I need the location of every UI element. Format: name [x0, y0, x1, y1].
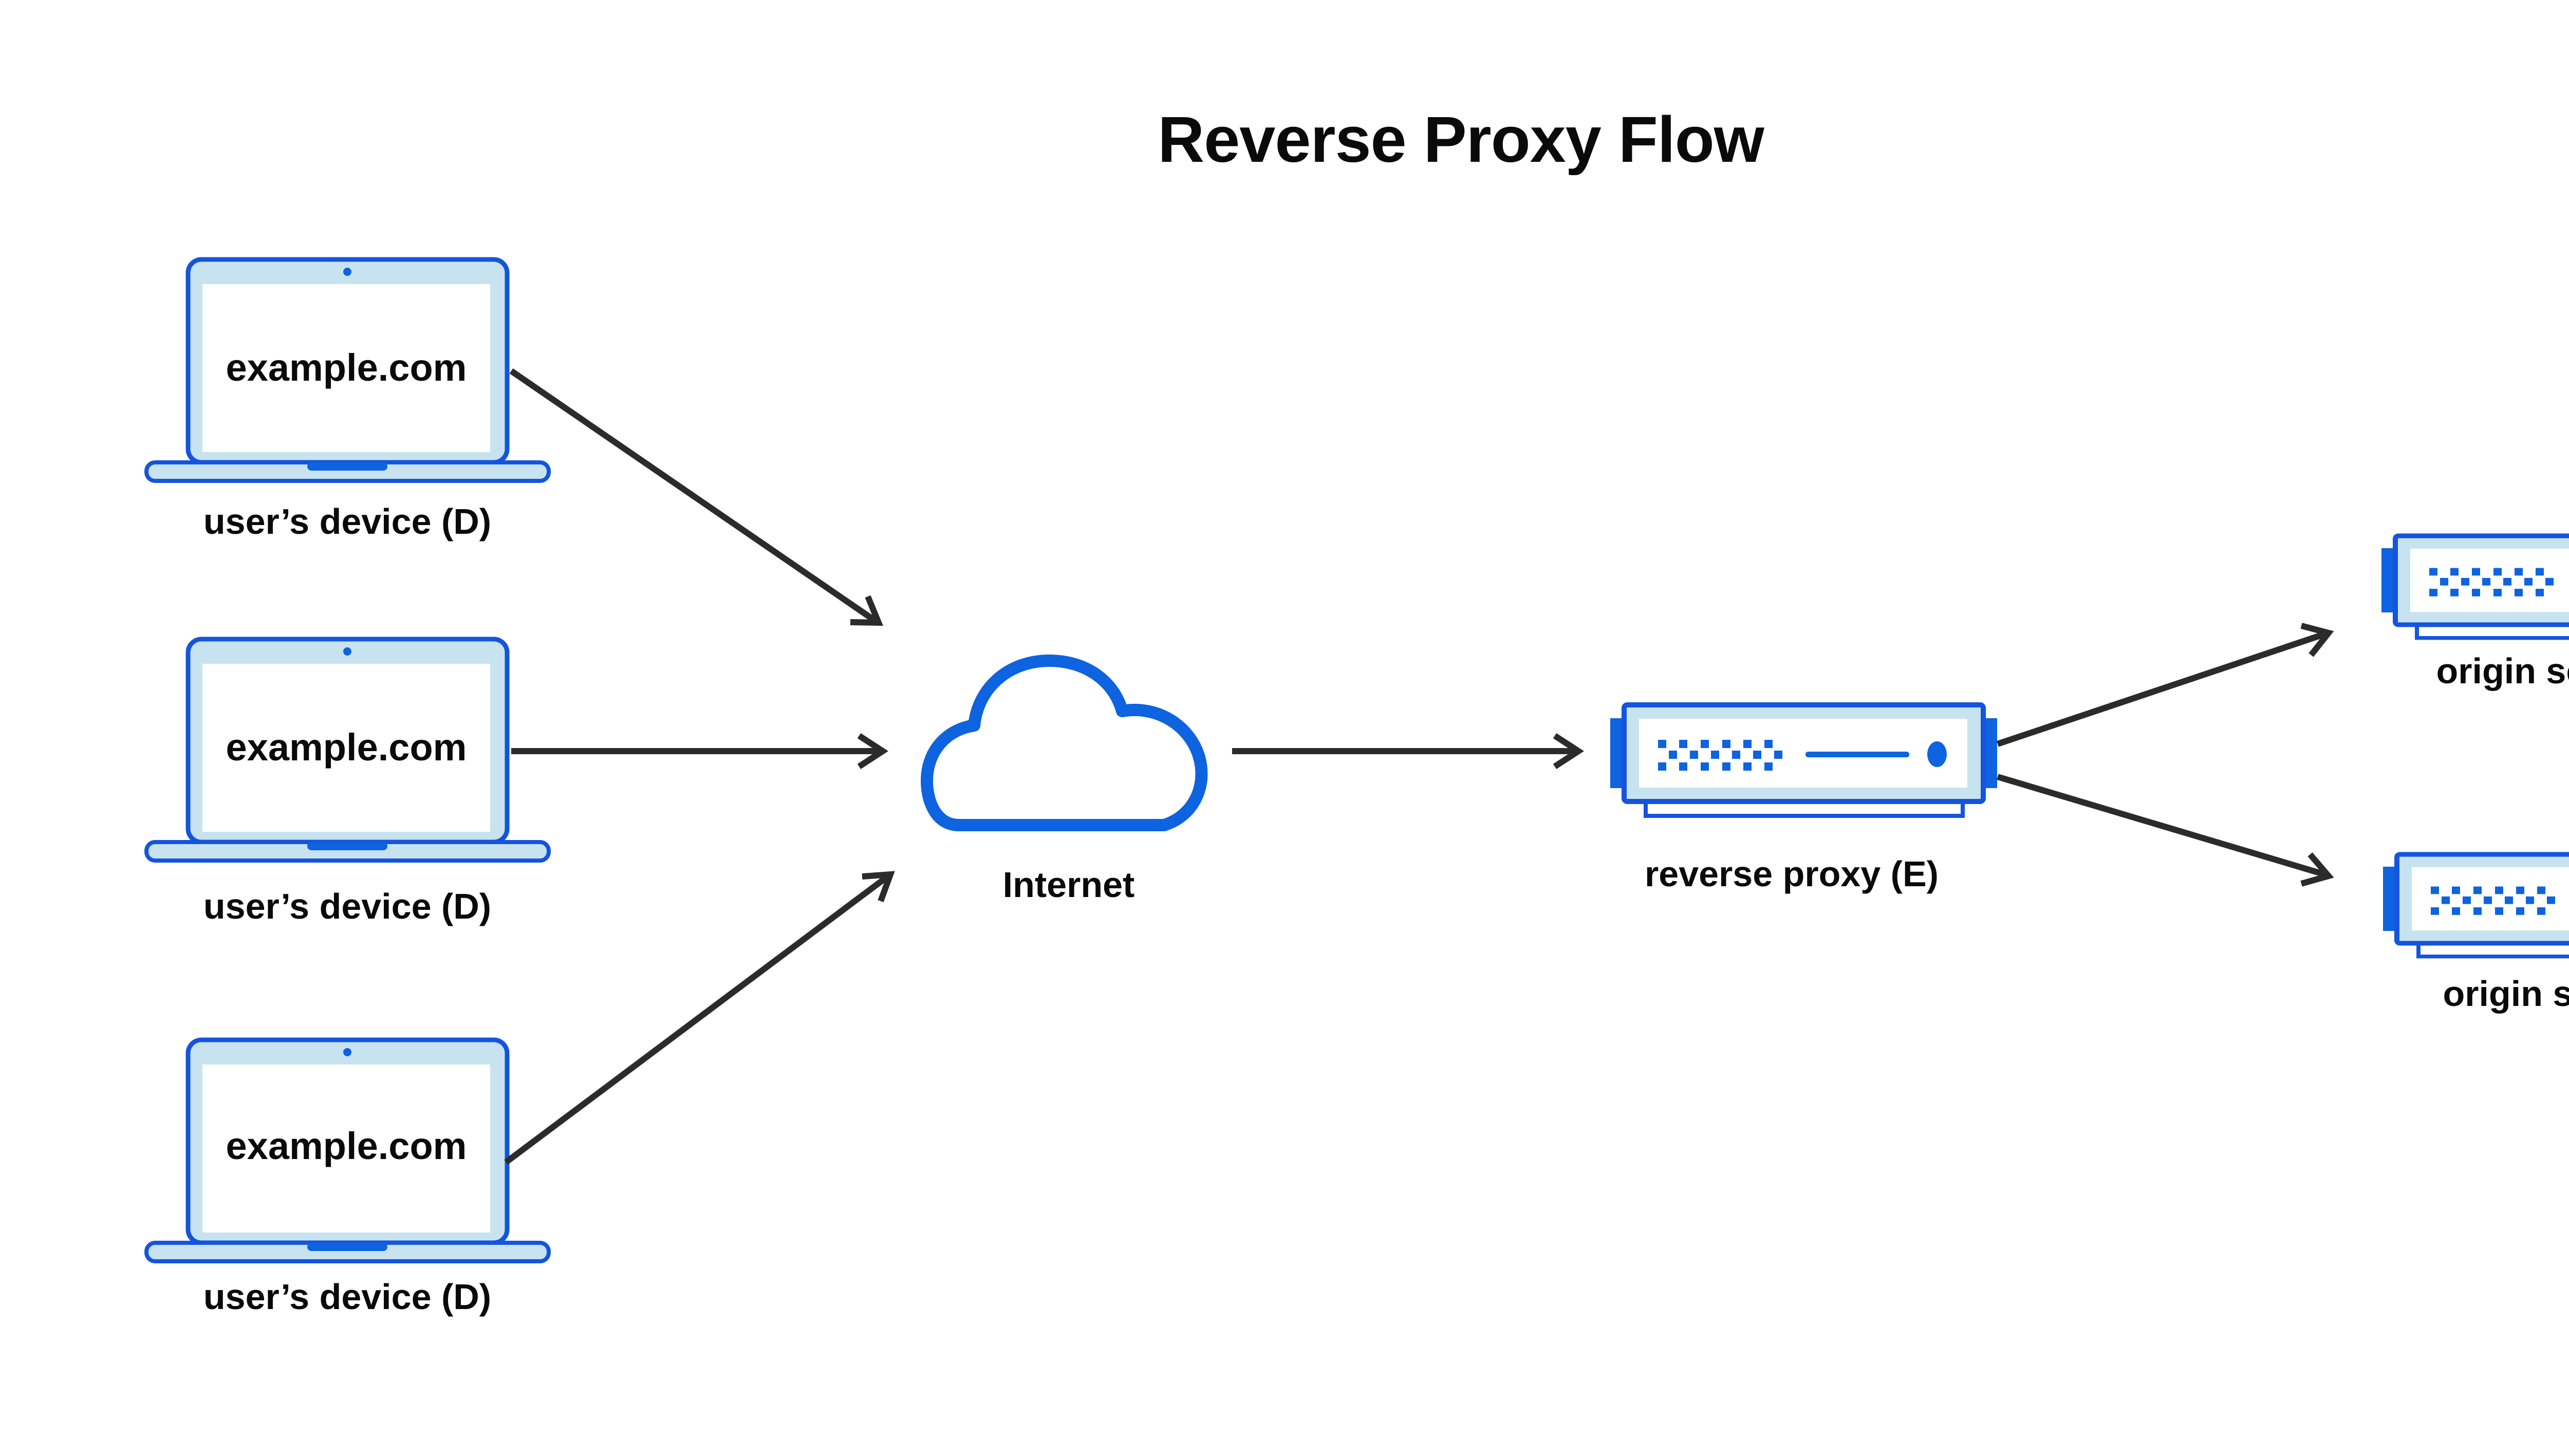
- arrow-proxy-to-origin1: [1997, 623, 2334, 747]
- device2-screen-text: example.com: [226, 726, 467, 769]
- device1-screen-text: example.com: [226, 346, 467, 389]
- device1-label: user’s device (D): [203, 501, 492, 542]
- internet-label: Internet: [1002, 865, 1135, 905]
- device2-label: user’s device (D): [203, 886, 492, 926]
- arrow-device1-to-internet: [509, 368, 884, 626]
- arrow-internet-to-proxy: [1232, 733, 1584, 770]
- origin-server1-label: origin server (F): [2436, 651, 2569, 691]
- arrow-proxy-to-origin2: [1997, 774, 2334, 887]
- device3-screen-text: example.com: [226, 1125, 467, 1167]
- reverse-proxy-label: reverse proxy (E): [1645, 854, 1939, 894]
- origin-server-icon: [2381, 536, 2569, 638]
- diagram-title: Reverse Proxy Flow: [1158, 103, 1764, 176]
- arrow-device2-to-internet: [511, 733, 888, 770]
- origin-server2-label: origin server (F): [2443, 974, 2569, 1014]
- internet-cloud-icon: [921, 655, 1208, 831]
- device3-label: user’s device (D): [203, 1277, 492, 1317]
- arrow-device3-to-internet: [504, 871, 895, 1165]
- reverse-proxy-server-icon: [1610, 705, 1997, 816]
- origin-server-icon: [2383, 854, 2569, 957]
